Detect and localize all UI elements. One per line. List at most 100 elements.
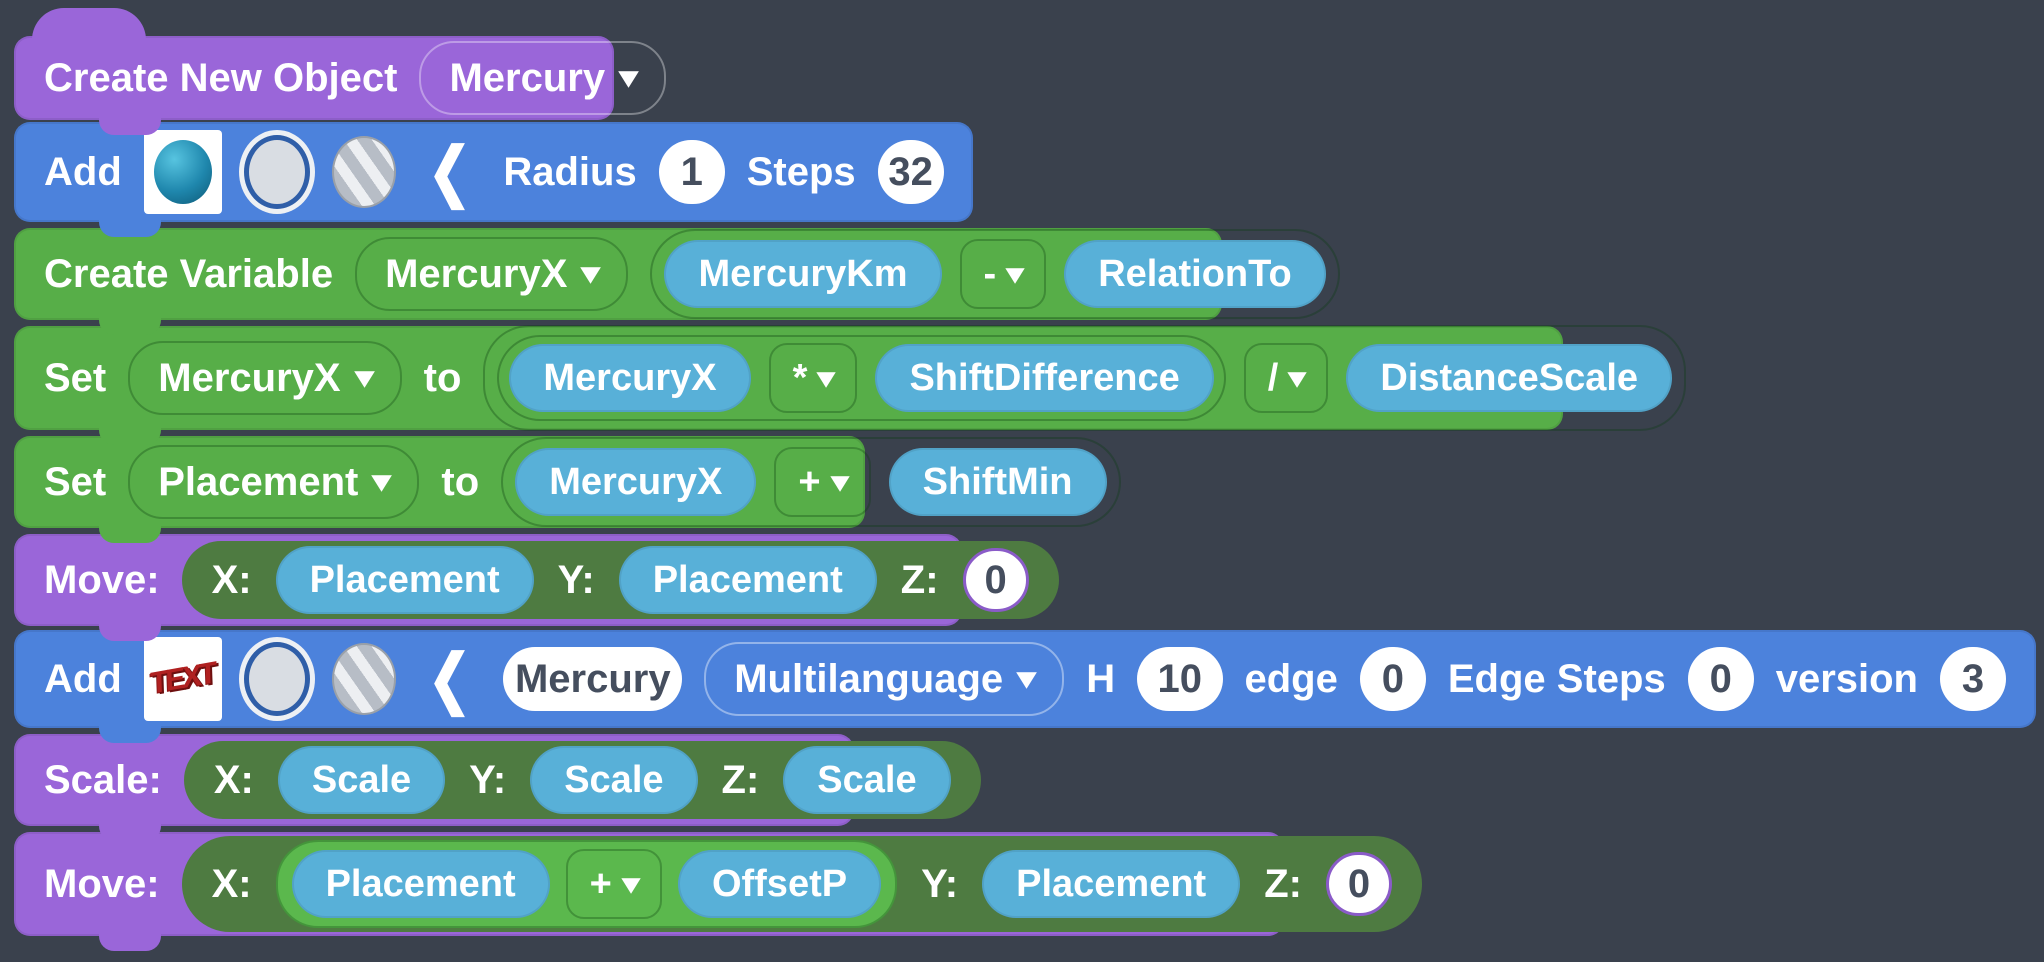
expression-subtract[interactable]: MercuryKm - ▾ RelationTo — [650, 229, 1340, 319]
text-name-input[interactable]: Mercury — [503, 647, 683, 711]
red-text-preview-icon[interactable]: TEXT — [143, 637, 222, 721]
block-scale[interactable]: Scale: X: Scale Y: Scale Z: Scale — [14, 734, 981, 841]
sphere-preview-icon[interactable] — [143, 130, 222, 214]
create-variable-label: Create Variable — [44, 251, 334, 296]
variable-pill-placement-x[interactable]: Placement — [291, 850, 550, 918]
x-label: X: — [211, 557, 252, 602]
chevron-down-icon: ▾ — [1017, 662, 1037, 695]
chevron-down-icon: ▾ — [581, 257, 601, 290]
chevron-down-icon: ▾ — [817, 362, 836, 393]
language-dropdown-value: Multilanguage — [734, 656, 1004, 701]
chevron-down-icon: ▾ — [1006, 258, 1024, 289]
to-label: to — [423, 355, 462, 400]
move-xyz-panel: X: Placement Y: Placement Z: 0 — [181, 541, 1059, 619]
steps-label: Steps — [746, 149, 856, 194]
edge-steps-input[interactable]: 0 — [1687, 647, 1754, 711]
x-label: X: — [211, 861, 252, 906]
z-label: Z: — [1264, 861, 1302, 906]
edge-label: edge — [1244, 656, 1338, 701]
operator-value: - — [983, 252, 997, 295]
chevron-down-icon: ▾ — [354, 361, 374, 394]
operator-dropdown-plus[interactable]: + ▾ — [565, 849, 662, 919]
set-variable-dropdown[interactable]: MercuryX ▾ — [128, 341, 402, 415]
radius-input[interactable]: 1 — [658, 140, 725, 204]
version-label: version — [1775, 656, 1918, 701]
set-variable-dropdown[interactable]: Placement ▾ — [128, 445, 420, 519]
y-label: Y: — [921, 861, 959, 906]
edge-steps-label: Edge Steps — [1447, 656, 1666, 701]
add-label: Add — [44, 149, 122, 194]
block-set-mercuryx[interactable]: Set MercuryX ▾ to MercuryX * ▾ ShiftDiff… — [14, 325, 1687, 445]
create-new-object-label: Create New Object — [44, 55, 398, 100]
block-add-text[interactable]: Add TEXT ❮ Mercury Multilanguage ▾ H 10 … — [14, 630, 2036, 743]
variable-pill-placement-y[interactable]: Placement — [618, 546, 877, 614]
variable-dropdown-value: MercuryX — [385, 251, 568, 296]
operator-value: + — [798, 460, 821, 503]
x-label: X: — [213, 757, 254, 802]
red-text-icon: TEXT — [150, 656, 216, 701]
chevron-down-icon: ▾ — [372, 465, 392, 498]
expression-add-offset[interactable]: Placement + ▾ OffsetP — [275, 840, 898, 928]
operator-dropdown-minus[interactable]: - ▾ — [959, 239, 1047, 309]
variable-pill-mercurykm[interactable]: MercuryKm — [664, 240, 942, 308]
block-create-new-object[interactable]: Create New Object Mercury ▾ — [14, 8, 667, 135]
block-move-2[interactable]: Move: X: Placement + ▾ OffsetP Y: Placem… — [14, 832, 1422, 951]
chevron-down-icon: ▾ — [619, 61, 639, 94]
scale-xyz-panel: X: Scale Y: Scale Z: Scale — [183, 741, 981, 819]
version-input[interactable]: 3 — [1940, 647, 2006, 711]
material-circle-icon[interactable] — [243, 642, 310, 716]
z-input[interactable]: 0 — [962, 548, 1029, 612]
operator-dropdown-multiply[interactable]: * ▾ — [768, 343, 858, 413]
variable-pill-shiftmin[interactable]: ShiftMin — [888, 448, 1107, 516]
variable-pill-placement-y[interactable]: Placement — [982, 850, 1241, 918]
block-move-1[interactable]: Move: X: Placement Y: Placement Z: 0 — [14, 534, 1059, 641]
sphere-icon — [153, 140, 212, 204]
move-label: Move: — [44, 557, 160, 602]
variable-pill-mercuryx[interactable]: MercuryX — [509, 344, 751, 412]
variable-pill-scale-z[interactable]: Scale — [783, 746, 951, 814]
expression-divide[interactable]: MercuryX * ▾ ShiftDifference / ▾ Distanc… — [483, 325, 1687, 431]
expression-add[interactable]: MercuryX + ▾ ShiftMin — [501, 437, 1121, 527]
variable-pill-placement-x[interactable]: Placement — [275, 546, 534, 614]
to-label: to — [441, 459, 480, 504]
operator-dropdown-plus[interactable]: + ▾ — [774, 447, 871, 517]
collapse-chevron-icon[interactable]: ❮ — [427, 135, 472, 209]
z-input[interactable]: 0 — [1325, 852, 1392, 916]
steps-input[interactable]: 32 — [877, 140, 944, 204]
operator-value: / — [1267, 356, 1279, 399]
operator-value: + — [589, 862, 612, 905]
variable-pill-offsetp[interactable]: OffsetP — [677, 850, 882, 918]
move-label: Move: — [44, 861, 160, 906]
striped-texture-circle-icon[interactable] — [331, 643, 396, 715]
variable-pill-scale-y[interactable]: Scale — [530, 746, 698, 814]
chevron-down-icon: ▾ — [622, 868, 640, 899]
expression-multiply[interactable]: MercuryX * ▾ ShiftDifference — [497, 335, 1226, 421]
object-dropdown[interactable]: Mercury ▾ — [419, 41, 667, 115]
variable-pill-distancescale[interactable]: DistanceScale — [1346, 344, 1673, 412]
y-label: Y: — [469, 757, 507, 802]
set-label: Set — [44, 459, 107, 504]
variable-dropdown[interactable]: MercuryX ▾ — [355, 237, 629, 311]
striped-texture-circle-icon[interactable] — [331, 136, 396, 208]
z-label: Z: — [900, 557, 939, 602]
edge-input[interactable]: 0 — [1359, 647, 1426, 711]
operator-dropdown-divide[interactable]: / ▾ — [1243, 343, 1329, 413]
radius-label: Radius — [503, 149, 637, 194]
block-add-sphere[interactable]: Add ❮ Radius 1 Steps 32 — [14, 122, 973, 237]
scale-label: Scale: — [44, 757, 162, 802]
chevron-down-icon: ▾ — [830, 466, 849, 497]
variable-pill-scale-x[interactable]: Scale — [277, 746, 446, 814]
h-input[interactable]: 10 — [1137, 647, 1223, 711]
variable-pill-mercuryx[interactable]: MercuryX — [515, 448, 757, 516]
language-dropdown[interactable]: Multilanguage ▾ — [704, 642, 1065, 716]
block-create-variable[interactable]: Create Variable MercuryX ▾ MercuryKm - ▾… — [14, 228, 1340, 335]
y-label: Y: — [557, 557, 595, 602]
operator-value: * — [792, 356, 808, 399]
collapse-chevron-icon[interactable]: ❮ — [427, 642, 472, 716]
material-circle-icon[interactable] — [243, 135, 310, 209]
move-xyz-panel: X: Placement + ▾ OffsetP Y: Placement Z:… — [181, 836, 1422, 932]
h-label: H — [1086, 656, 1116, 701]
variable-pill-relationto[interactable]: RelationTo — [1064, 240, 1326, 308]
variable-pill-shiftdifference[interactable]: ShiftDifference — [875, 344, 1214, 412]
block-set-placement[interactable]: Set Placement ▾ to MercuryX + ▾ ShiftMin — [14, 436, 1121, 543]
